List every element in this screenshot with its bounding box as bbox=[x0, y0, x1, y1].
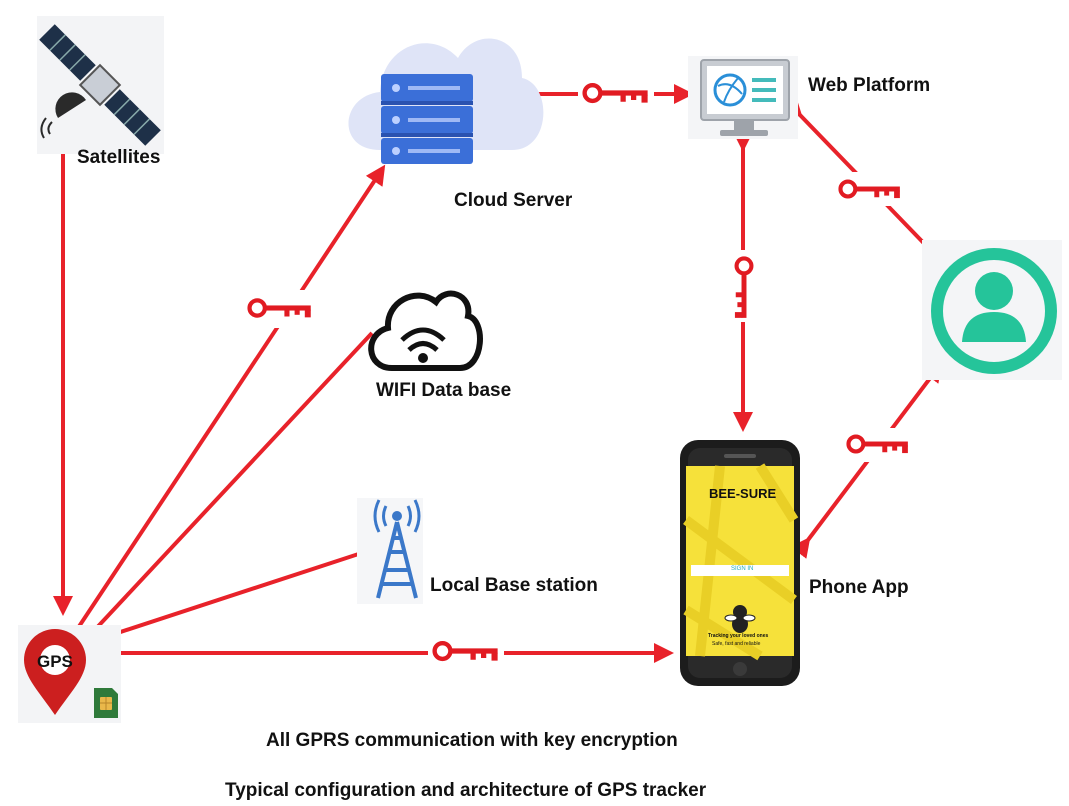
phone-signin-button: SIGN IN bbox=[731, 566, 754, 572]
sim-card-icon bbox=[94, 688, 118, 718]
cell-tower-icon bbox=[357, 498, 423, 604]
wifi-database-label: WIFI Data base bbox=[376, 380, 512, 401]
encryption-caption: All GPRS communication with key encrypti… bbox=[266, 730, 678, 751]
phone-tagline-1: Tracking your loved ones bbox=[708, 633, 769, 639]
cloud-server-icon bbox=[348, 38, 544, 164]
arrow-gps-to-cloud bbox=[76, 164, 386, 630]
gps-label: GPS bbox=[37, 652, 73, 671]
satellites-label: Satellites bbox=[77, 147, 161, 168]
web-platform-label: Web Platform bbox=[808, 75, 931, 96]
encryption-keys bbox=[244, 76, 916, 670]
wifi-cloud-icon bbox=[368, 290, 483, 371]
satellite-icon bbox=[37, 16, 164, 154]
phone-app-label: Phone App bbox=[809, 577, 909, 598]
connections bbox=[53, 84, 945, 663]
user-icon bbox=[922, 240, 1062, 380]
local-base-station-label: Local Base station bbox=[430, 575, 598, 596]
cloud-server-label: Cloud Server bbox=[454, 190, 573, 211]
arrow-tower-to-gps bbox=[92, 543, 387, 645]
phone-tagline-2: Safe, fast and reliable bbox=[712, 641, 761, 647]
diagram-title: Typical configuration and architecture o… bbox=[225, 780, 707, 801]
line-wifi-to-gps bbox=[88, 331, 374, 637]
phone-brand: BEE-SURE bbox=[709, 486, 777, 501]
monitor-icon bbox=[688, 56, 798, 139]
smartphone-icon bbox=[680, 440, 800, 686]
